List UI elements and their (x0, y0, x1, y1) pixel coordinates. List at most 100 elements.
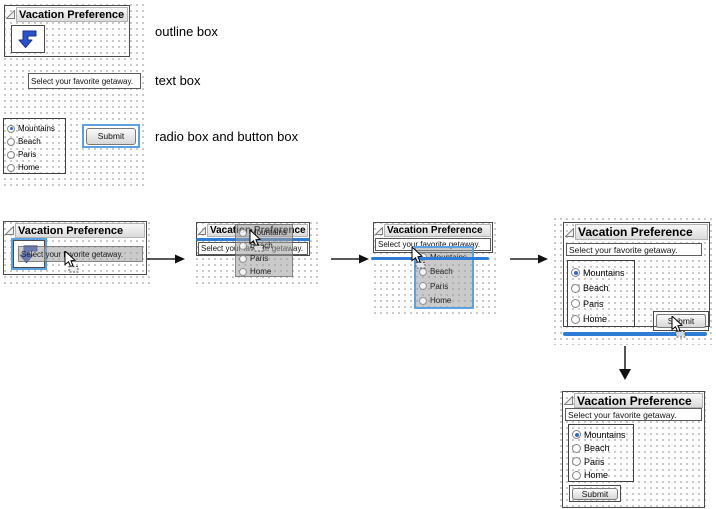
panel-titlebar: Vacation Preference (4, 222, 146, 238)
submit-button[interactable]: Submit (572, 487, 618, 500)
panel-titlebar: Vacation Preference (563, 392, 704, 408)
radio-option-home[interactable]: Home (568, 312, 634, 328)
radio-icon[interactable] (571, 299, 580, 309)
radio-icon (419, 296, 427, 305)
panel-title: Vacation Preference (15, 223, 145, 238)
radio-label: Paris (584, 456, 605, 467)
blue-down-arrow-icon (11, 25, 45, 53)
submit-button-box[interactable]: Submit (569, 485, 621, 502)
arrow-down-icon (618, 345, 632, 386)
radio-selected-icon[interactable] (572, 430, 581, 440)
radio-icon[interactable] (572, 457, 581, 467)
ghost-radio-row: Mountains (236, 226, 292, 239)
radio-icon[interactable] (571, 283, 580, 293)
legend-outline-label: outline box (155, 24, 218, 39)
panel-title: Vacation Preference (384, 224, 491, 237)
disclosure-triangle-icon[interactable] (565, 227, 574, 237)
step5-panel: Vacation Preference Select your favorite… (562, 391, 705, 508)
prompt-text-box[interactable]: Select your favorite getaway. (566, 243, 702, 256)
radio-icon[interactable] (571, 314, 580, 324)
disclosure-triangle-icon[interactable] (5, 226, 14, 235)
panel-title: Vacation Preference (16, 7, 128, 22)
radio-label: Home (583, 314, 608, 325)
panel-titlebar: Vacation Preference (374, 223, 492, 237)
radio-icon (419, 267, 427, 276)
radio-option-home[interactable]: Home (4, 161, 65, 174)
step1-panel: Vacation Preference (3, 221, 147, 275)
outline-icon-box[interactable] (11, 25, 45, 53)
radio-group-box: Mountains Beach Paris Home (3, 118, 66, 174)
prompt-text-box[interactable]: Select your favorite getaway. (565, 408, 702, 421)
disclosure-triangle-icon[interactable] (6, 10, 15, 19)
ghost-radio-row: Paris (416, 279, 472, 294)
submit-button[interactable]: Submit (656, 314, 706, 328)
radio-option-beach[interactable]: Beach (569, 442, 633, 456)
radio-label: Home (18, 163, 40, 172)
radio-option-paris[interactable]: Paris (569, 455, 633, 469)
radio-selected-icon[interactable] (7, 124, 15, 133)
ghost-radio-row: Home (416, 294, 472, 309)
legend-radio-label: radio box and button box (155, 129, 299, 144)
radio-label: Mountains (584, 429, 626, 440)
radio-label: Beach (583, 283, 609, 294)
dragged-submit-button-box[interactable]: Submit (653, 311, 709, 331)
radio-label: Home (250, 267, 272, 276)
legend-outline-panel: Vacation Preference (4, 5, 130, 57)
radio-label: Paris (250, 254, 269, 263)
radio-label: Paris (430, 281, 449, 291)
radio-option-mountains[interactable]: Mountains (4, 122, 65, 135)
disclosure-triangle-icon[interactable] (564, 396, 573, 405)
drag-cursor-icon (411, 245, 428, 274)
radio-icon[interactable] (7, 150, 15, 159)
drag-cursor-icon (671, 314, 688, 343)
radio-option-paris[interactable]: Paris (4, 148, 65, 161)
legend-textbox-label: text box (155, 73, 201, 88)
radio-option-beach[interactable]: Beach (4, 135, 65, 148)
step4-panel: Vacation Preference Select your favorite… (563, 222, 710, 327)
ghost-radio-row: Home (236, 265, 292, 278)
radio-label: Paris (583, 298, 604, 309)
radio-label: Beach (430, 267, 453, 277)
radio-icon[interactable] (572, 443, 581, 453)
submit-button[interactable]: Submit (86, 127, 136, 145)
radio-option-beach[interactable]: Beach (568, 281, 634, 297)
radio-icon (239, 228, 247, 237)
radio-option-mountains[interactable]: Mountains (568, 265, 634, 281)
radio-label: Mountains (250, 228, 287, 237)
arrow-right-icon (146, 252, 186, 270)
arrow-right-icon (509, 252, 549, 270)
radio-label: Mountains (18, 124, 55, 133)
prompt-text-box[interactable]: Select your favorite getaway. (28, 73, 141, 89)
disclosure-triangle-icon[interactable] (198, 226, 206, 235)
radio-label: Paris (18, 150, 37, 159)
dragged-radio-group[interactable]: Mountains Beach Paris Home (235, 224, 293, 277)
radio-selected-icon[interactable] (571, 268, 580, 278)
insertion-line (563, 332, 707, 336)
radio-label: Beach (584, 443, 610, 454)
submit-focus-ring: Submit (82, 124, 140, 148)
dragged-text-box[interactable]: Select your favorite getaway. (18, 246, 143, 262)
radio-option-mountains[interactable]: Mountains (569, 428, 633, 442)
radio-icon[interactable] (7, 163, 15, 172)
radio-group-box: Mountains Beach Paris Home (567, 260, 635, 327)
step3-panel: Vacation Preference Select your favorite… (373, 222, 493, 253)
radio-group-box: Mountains Beach Paris Home (568, 424, 634, 482)
disclosure-triangle-icon[interactable] (375, 226, 383, 235)
panel-titlebar: Vacation Preference (564, 223, 709, 240)
panel-titlebar: Vacation Preference (5, 6, 129, 22)
radio-icon (239, 267, 247, 276)
panel-title: Vacation Preference (574, 393, 703, 408)
radio-label: Beach (18, 137, 41, 146)
ghost-radio-row: Beach (416, 265, 472, 280)
panel-title: Vacation Preference (575, 224, 708, 240)
arrow-right-icon (330, 252, 370, 270)
ghost-radio-row: Paris (236, 252, 292, 265)
radio-icon[interactable] (7, 137, 15, 146)
radio-option-paris[interactable]: Paris (568, 296, 634, 312)
radio-icon[interactable] (572, 470, 581, 480)
drag-cursor-icon (64, 249, 81, 278)
radio-icon (239, 254, 247, 263)
radio-label: Mountains (583, 267, 625, 278)
radio-option-home[interactable]: Home (569, 469, 633, 483)
